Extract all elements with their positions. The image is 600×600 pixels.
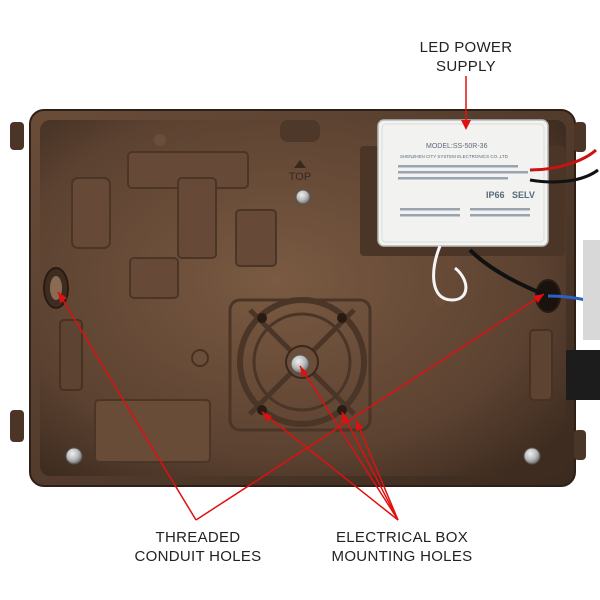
power-supply-selv: SELV	[512, 190, 535, 200]
mounting-holes-label: ELECTRICAL BOX MOUNTING HOLES	[314, 528, 490, 566]
conduit-holes-label-line1: THREADED	[155, 529, 241, 546]
power-supply-label-line1: LED POWER	[419, 39, 513, 56]
conduit-holes-label: THREADED CONDUIT HOLES	[118, 528, 278, 566]
mounting-hole-icon	[337, 405, 347, 415]
mounting-hole-icon	[257, 405, 267, 415]
screw-icon	[290, 354, 310, 374]
mounting-holes-label-line2: MOUNTING HOLES	[331, 548, 473, 565]
external-bracket	[566, 240, 600, 400]
wire-icon	[432, 148, 600, 306]
conduit-holes-label-line2: CONDUIT HOLES	[134, 548, 262, 565]
power-supply-maker: SHENZHEN CITY SYSTEM ELECTRONICS CO.,LTD	[400, 154, 509, 159]
callout-lines	[57, 76, 545, 521]
mounting-holes	[257, 313, 347, 415]
top-mark: TOP	[289, 171, 311, 183]
mounting-holes-label-line1: ELECTRICAL BOX	[335, 529, 468, 546]
mounting-hole-icon	[337, 313, 347, 323]
power-supply-ip-rating: IP66	[486, 190, 505, 200]
screw-icon	[295, 189, 311, 205]
screw-icon	[65, 447, 83, 465]
power-supply-label: LED POWER SUPPLY	[396, 38, 536, 76]
power-supply-model: MODEL:SS-50R-36	[426, 143, 488, 150]
screw-icon	[523, 447, 541, 465]
power-supply-label-line2: SUPPLY	[436, 58, 496, 75]
power-supply: MODEL:SS-50R-36 SHENZHEN CITY SYSTEM ELE…	[360, 119, 565, 256]
mounting-hole-icon	[257, 313, 267, 323]
